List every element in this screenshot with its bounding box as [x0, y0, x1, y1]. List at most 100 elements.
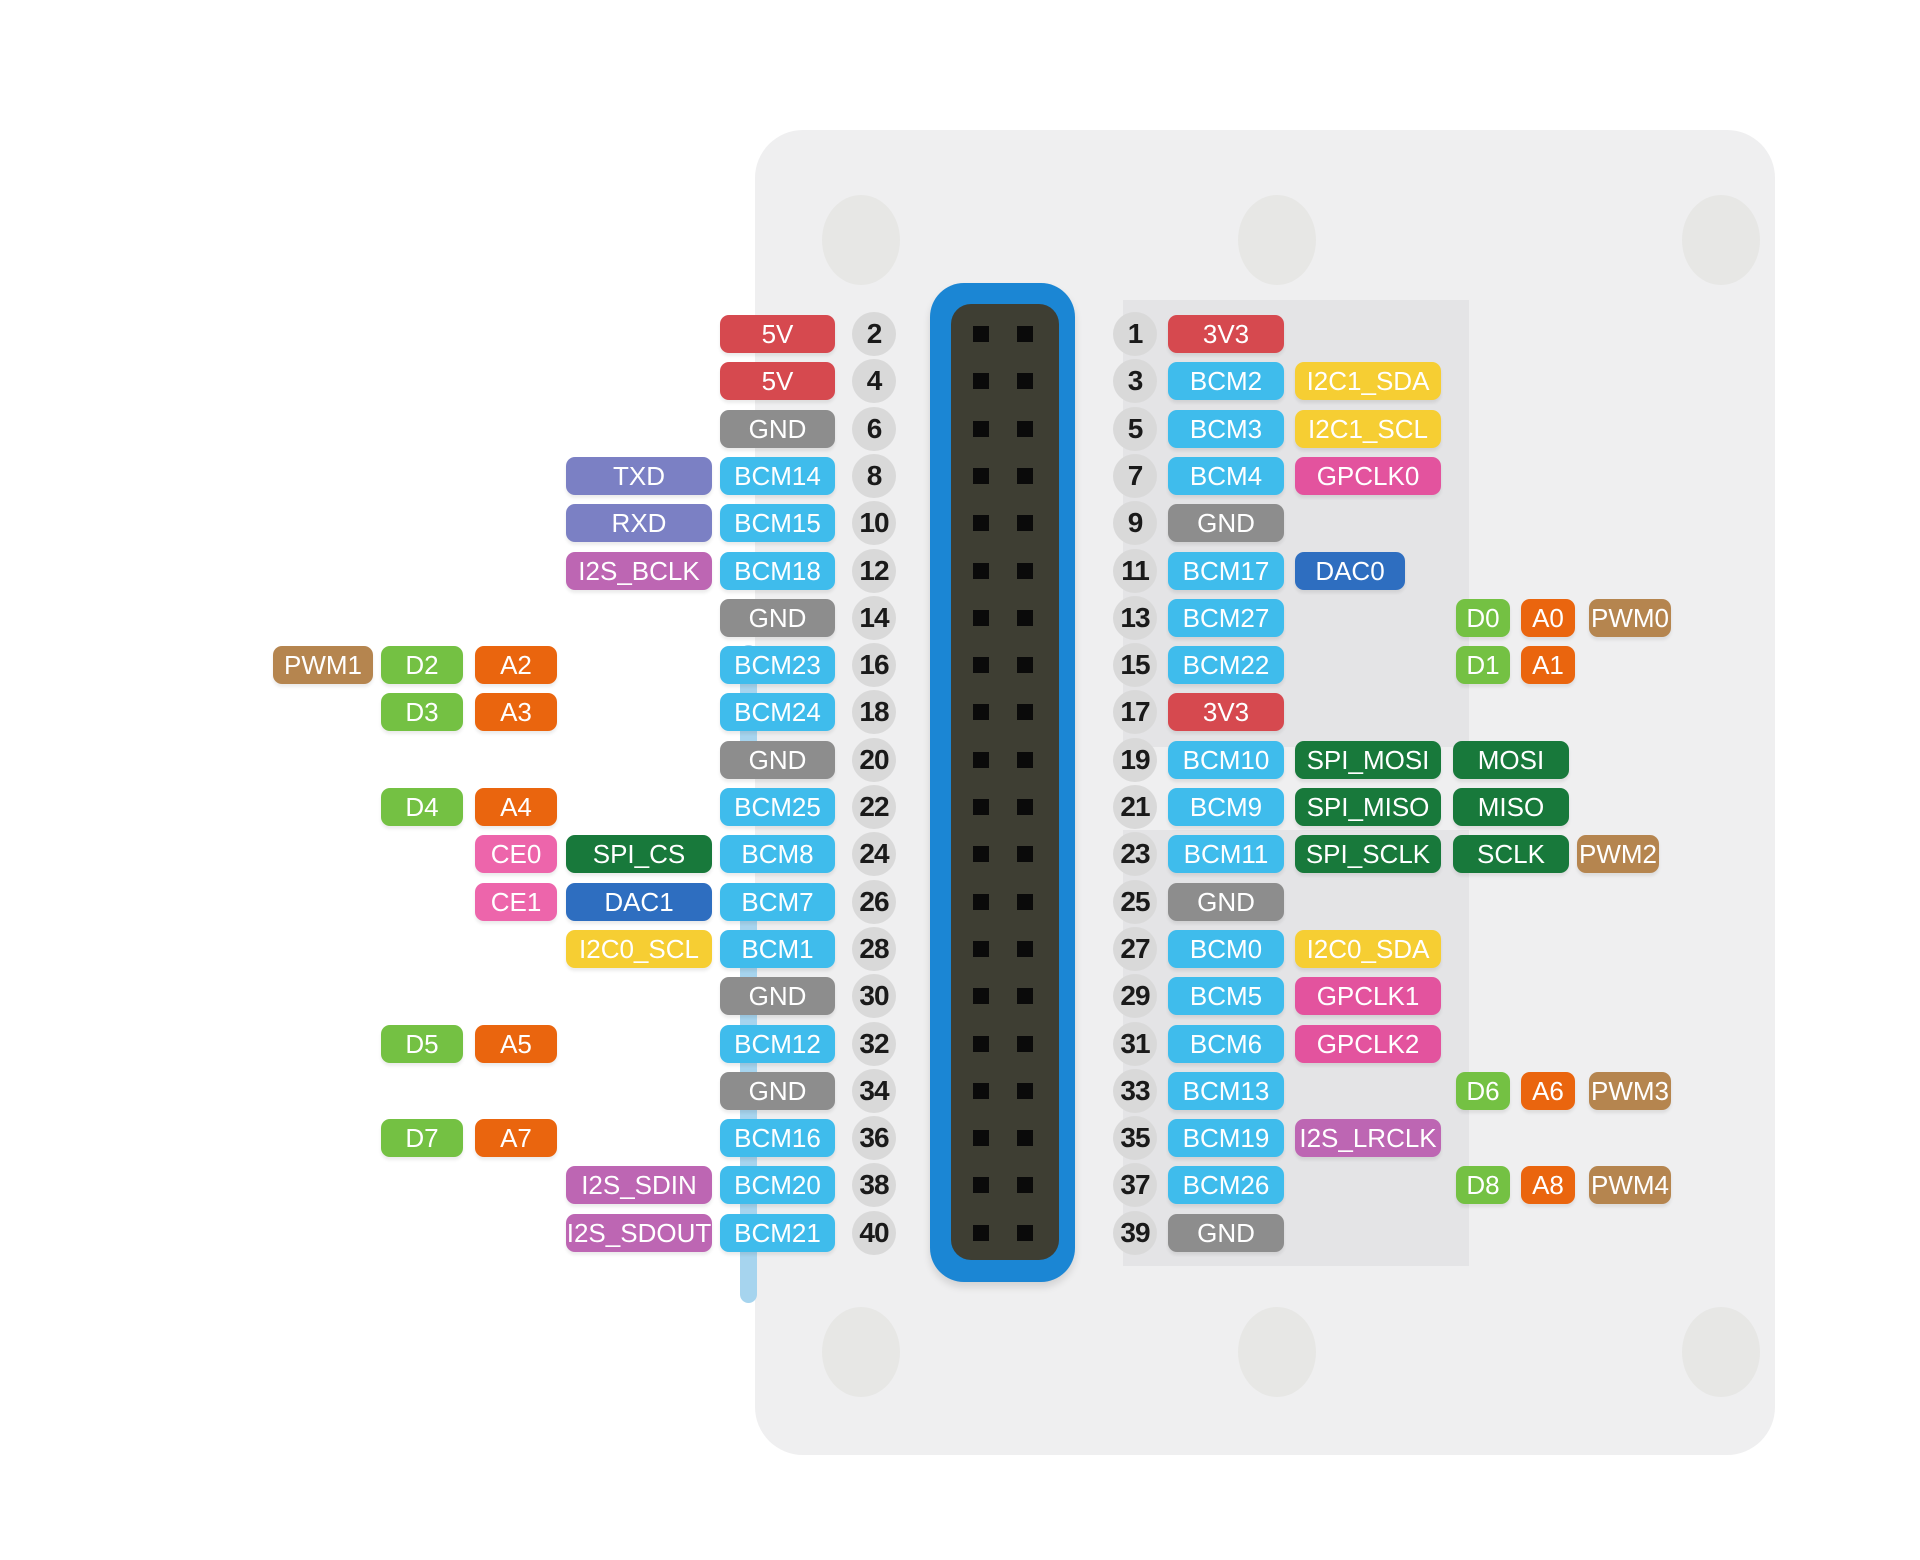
mounting-hole [822, 1307, 900, 1397]
header-pin-hole [973, 467, 989, 484]
header-pin-hole [973, 940, 989, 957]
pin-function-label: SPI_CS [566, 835, 712, 874]
pin-function-label: GND [1168, 504, 1284, 543]
header-pin-hole [1017, 1082, 1033, 1099]
header-pin-hole [973, 751, 989, 768]
pin-function-label: D8 [1456, 1166, 1510, 1205]
pin-function-label: I2S_BCLK [566, 551, 712, 590]
pin-function-label: BCM6 [1168, 1024, 1284, 1063]
header-pin-hole [1017, 704, 1033, 721]
header-pin-hole [973, 515, 989, 532]
header-pin-hole [973, 1035, 989, 1052]
pin-function-label: BCM7 [720, 882, 835, 921]
pin-number: 14 [852, 595, 896, 640]
header-pin-hole [1017, 940, 1033, 957]
pin-function-label: BCM20 [720, 1166, 835, 1205]
pin-number: 20 [852, 737, 896, 782]
pin-function-label: PWM4 [1589, 1166, 1671, 1205]
header-pin-hole [1017, 657, 1033, 674]
pin-number: 6 [852, 406, 896, 451]
pin-number: 38 [852, 1163, 896, 1208]
header-pin-hole [1017, 467, 1033, 484]
header-pin-hole [973, 326, 989, 342]
pin-function-label: 5V [720, 362, 835, 401]
pin-number: 36 [852, 1116, 896, 1161]
pin-function-label: PWM3 [1589, 1071, 1671, 1110]
pin-function-label: TXD [566, 456, 712, 495]
pin-function-label: A3 [475, 693, 557, 732]
header-pin-hole [973, 1224, 989, 1241]
pin-function-label: GND [720, 409, 835, 448]
pin-function-label: MOSI [1453, 740, 1569, 779]
pin-number: 9 [1113, 501, 1157, 546]
pin-number: 21 [1113, 785, 1157, 829]
header-pin-hole [1017, 1177, 1033, 1194]
pin-function-label: BCM26 [1168, 1166, 1284, 1205]
pin-function-label: PWM0 [1589, 598, 1671, 637]
header-pin-hole [1017, 326, 1033, 342]
pin-number: 25 [1113, 879, 1157, 924]
header-pin-hole [1017, 846, 1033, 863]
pin-number: 39 [1113, 1210, 1157, 1255]
pin-function-label: D3 [381, 693, 463, 732]
pin-function-label: BCM27 [1168, 598, 1284, 637]
header-pin-hole [973, 373, 989, 390]
pin-function-label: BCM11 [1168, 835, 1284, 874]
pin-number: 35 [1113, 1116, 1157, 1161]
pin-function-label: BCM5 [1168, 977, 1284, 1016]
pin-number: 11 [1113, 548, 1157, 593]
header-pin-hole [1017, 562, 1033, 579]
pin-number: 7 [1113, 453, 1157, 498]
header-pin-hole [973, 1130, 989, 1147]
pin-number: 16 [852, 643, 896, 688]
pin-function-label: D5 [381, 1024, 463, 1063]
header-pin-hole [1017, 1224, 1033, 1241]
pin-function-label: BCM2 [1168, 362, 1284, 401]
pin-function-label: BCM18 [720, 551, 835, 590]
header-pin-hole [1017, 373, 1033, 390]
pin-number: 26 [852, 879, 896, 924]
pin-number: 2 [852, 312, 896, 356]
pin-function-label: GPCLK0 [1295, 456, 1441, 495]
pin-function-label: D1 [1456, 646, 1510, 685]
gpio-header-connector [930, 283, 1075, 1282]
pin-function-label: RXD [566, 504, 712, 543]
header-pin-hole [1017, 1130, 1033, 1147]
pin-number: 18 [852, 690, 896, 735]
mounting-hole [1682, 1307, 1760, 1397]
pin-function-label: CE1 [475, 882, 557, 921]
pin-function-label: A1 [1521, 646, 1575, 685]
header-pin-hole [973, 1177, 989, 1194]
header-pin-hole [1017, 515, 1033, 532]
pin-function-label: BCM22 [1168, 646, 1284, 685]
header-pin-hole [1017, 988, 1033, 1005]
pin-function-label: DAC1 [566, 882, 712, 921]
pin-function-label: SCLK [1453, 835, 1569, 874]
pin-function-label: BCM19 [1168, 1119, 1284, 1158]
pin-number: 33 [1113, 1068, 1157, 1113]
pin-number: 34 [852, 1068, 896, 1113]
pin-function-label: BCM10 [1168, 740, 1284, 779]
pin-function-label: BCM24 [720, 693, 835, 732]
pin-number: 29 [1113, 974, 1157, 1019]
header-pin-hole [973, 420, 989, 437]
pin-number: 37 [1113, 1163, 1157, 1208]
pin-function-label: BCM21 [720, 1213, 835, 1252]
pin-function-label: BCM0 [1168, 929, 1284, 968]
pin-function-label: GND [720, 1071, 835, 1110]
mounting-hole [1682, 195, 1760, 285]
pin-function-label: 3V3 [1168, 315, 1284, 353]
pin-function-label: I2C1_SCL [1295, 409, 1441, 448]
